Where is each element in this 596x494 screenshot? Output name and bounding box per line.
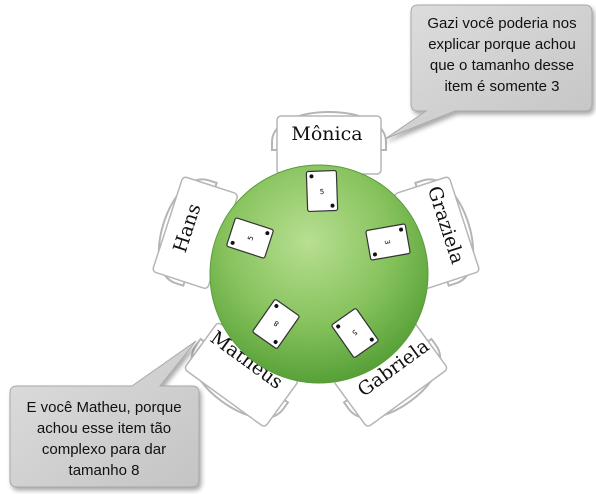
card-monica: 5 [305,169,339,213]
callout-top [384,4,593,140]
card-gabriela: 5 [331,308,379,358]
callout-bottom-text: E você Matheu, porque achou esse item tã… [26,399,181,479]
card-value-graziela: 3 [383,239,392,245]
card-value-hans: 5 [246,235,255,242]
chair-matheus [184,322,299,427]
card-value-monica: 5 [320,188,325,196]
player-name-monica: Mônica [291,123,362,145]
callout-top-text: Gazi você poderia nos explicar porque ac… [427,15,576,95]
callout-bottom-line-2: achou esse item tão [37,420,171,437]
card-hans: 5 [226,217,274,259]
card-value-gabriela: 5 [350,328,358,337]
callout-bottom-line-1: E você Matheu, porque [26,399,181,416]
callout-bottom [9,340,200,488]
chair-monica [271,111,387,175]
card-matheus: 8 [252,299,300,349]
card-graziela: 3 [365,223,411,261]
card-value-matheus: 8 [272,319,280,328]
callout-top-line-2: explicar porque achou [428,36,576,53]
callout-top-line-3: que o tamanho desse [430,57,574,74]
cards: 5 3 5 8 5 [226,169,411,358]
callout-top-line-1: Gazi você poderia nos [427,15,576,32]
callout-top-line-4: item é somente 3 [444,78,559,95]
callout-bottom-line-4: tamanho 8 [69,462,140,479]
callout-bottom-line-3: complexo para dar [42,441,166,458]
